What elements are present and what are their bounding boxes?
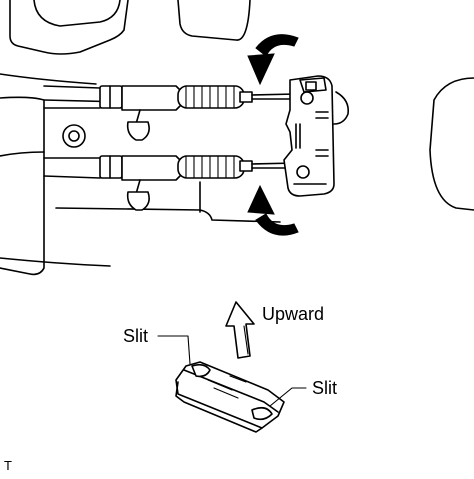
upward-label: Upward [262,304,324,324]
lower-cable-boot [177,155,245,179]
lower-cable [43,155,297,211]
slit-right-label: Slit [312,378,337,398]
slit-left-leader [157,335,191,365]
upper-cable [43,85,297,141]
slit-right-leader [269,387,307,407]
bracket-detail [175,361,285,433]
lower-curved-arrow [247,184,299,236]
vehicle-body-outline [0,0,474,276]
upper-cable-boot [177,85,245,109]
slit-left-label: Slit [123,326,148,346]
upward-arrow [225,301,255,359]
cable-bracket [283,75,335,197]
upper-curved-arrow [247,34,299,86]
corner-mark: T [4,458,12,473]
